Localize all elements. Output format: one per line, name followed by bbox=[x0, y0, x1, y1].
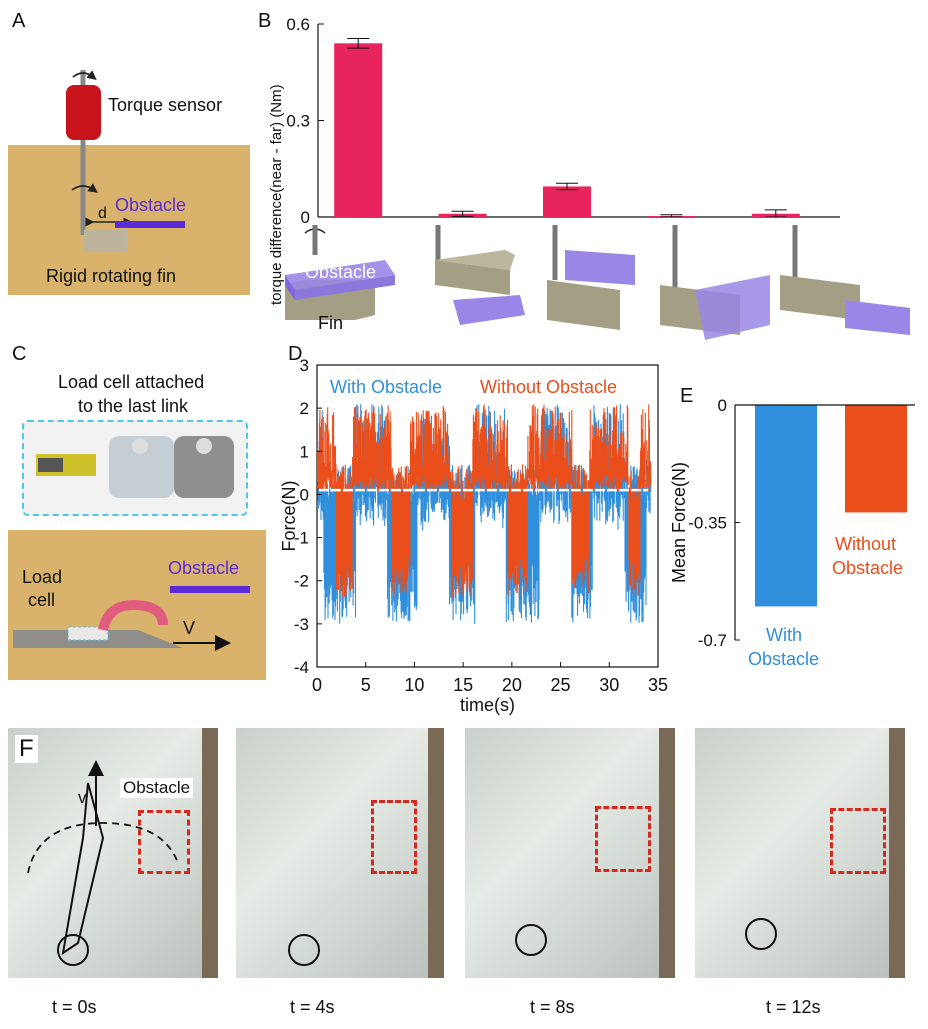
torque-apparatus-diagram bbox=[66, 70, 185, 252]
plot-frame bbox=[316, 364, 659, 668]
y-tick-label: 1 bbox=[300, 442, 309, 461]
x-axis-label: time(s) bbox=[460, 695, 515, 715]
e-with-line2: Obstacle bbox=[748, 649, 820, 669]
obstacle-label-a: Obstacle bbox=[115, 195, 187, 215]
series-without-obstacle bbox=[316, 404, 652, 598]
distance-label: d bbox=[98, 205, 107, 222]
obstacle-bar-c bbox=[170, 586, 250, 593]
y-tick-label: 0.3 bbox=[286, 112, 310, 131]
y-tick-label: -1 bbox=[294, 529, 309, 548]
torque-bar-chart: 0 0.3 0.6 bbox=[286, 15, 840, 227]
y-axis-label: Mean Force(N) bbox=[669, 462, 689, 583]
y-tick-label: 2 bbox=[300, 399, 309, 418]
snapshot-t12 bbox=[695, 728, 905, 978]
load-cell-caption-line1: Load cell attached bbox=[58, 372, 205, 392]
load-cell-photo bbox=[36, 436, 234, 498]
config-1 bbox=[285, 225, 395, 320]
e-without-line2: Obstacle bbox=[832, 558, 904, 578]
x-tick-label: 5 bbox=[361, 675, 371, 695]
cell-label: cell bbox=[28, 590, 56, 610]
snapshot-t8 bbox=[465, 728, 675, 978]
bar bbox=[334, 43, 383, 217]
panel-label-d: D bbox=[288, 343, 303, 365]
x-tick-label: 10 bbox=[404, 675, 424, 695]
x-tick-label: 0 bbox=[312, 675, 322, 695]
mean-force-chart: 0 -0.35 -0.7 Mean Force(N) bbox=[669, 396, 915, 650]
y-tick-label: 0 bbox=[718, 396, 727, 415]
config-2 bbox=[435, 225, 525, 325]
e-without-line1: Without bbox=[835, 534, 897, 554]
obstacle-box bbox=[371, 800, 417, 874]
snake-robot-diagram bbox=[13, 586, 250, 651]
snapshot-t4 bbox=[236, 728, 444, 978]
snapshot-t0 bbox=[8, 728, 218, 978]
x-tick-label: 35 bbox=[648, 675, 668, 695]
panel-label-c: C bbox=[12, 343, 27, 365]
panel-label-b: B bbox=[258, 10, 272, 32]
y-tick-label: -0.7 bbox=[698, 631, 727, 650]
load-cell-photo-box bbox=[22, 420, 248, 516]
time-label-1: t = 4s bbox=[290, 997, 335, 1017]
config-4 bbox=[660, 225, 770, 340]
load-cell-caption-line2: to the last link bbox=[78, 396, 189, 416]
config-3 bbox=[547, 225, 635, 330]
velocity-label-f: v bbox=[78, 788, 87, 807]
obstacle-box bbox=[138, 810, 190, 874]
load-label: Load bbox=[22, 567, 63, 587]
obstacle-box bbox=[595, 806, 651, 872]
fin-label-b: Fin bbox=[318, 313, 344, 333]
legend-with-obstacle: With Obstacle bbox=[330, 377, 442, 397]
y-tick-label: -2 bbox=[294, 572, 309, 591]
e-with-line1: With bbox=[766, 625, 802, 645]
y-tick-label: 0 bbox=[301, 208, 310, 227]
bar-without-obstacle bbox=[845, 405, 907, 513]
velocity-label-c: V bbox=[183, 618, 196, 638]
y-tick-label: 0 bbox=[300, 485, 309, 504]
y-axis-label: Force(N) bbox=[279, 481, 299, 552]
y-tick-label: -0.35 bbox=[688, 514, 727, 533]
fin-label: Rigid rotating fin bbox=[46, 266, 177, 286]
obstacle-label-c: Obstacle bbox=[168, 558, 240, 578]
y-tick-label: 0.6 bbox=[286, 15, 310, 34]
y-tick-label: 3 bbox=[300, 356, 309, 375]
time-label-0: t = 0s bbox=[52, 997, 97, 1017]
obstacle-box bbox=[830, 808, 886, 874]
fin-configurations-diagram bbox=[285, 225, 910, 340]
legend-without-obstacle: Without Obstacle bbox=[480, 377, 617, 397]
obstacle-label-f: Obstacle bbox=[120, 778, 194, 798]
bar-with-obstacle bbox=[755, 405, 817, 607]
config-5 bbox=[780, 225, 910, 335]
robot-outline bbox=[27, 760, 179, 966]
x-tick-label: 15 bbox=[453, 675, 473, 695]
y-tick-label: -3 bbox=[294, 615, 309, 634]
fin bbox=[84, 230, 127, 252]
time-label-2: t = 8s bbox=[530, 997, 575, 1017]
obstacle-label-b: Obstacle bbox=[305, 262, 377, 282]
y-tick-label: -4 bbox=[294, 658, 309, 677]
torque-sensor bbox=[66, 85, 101, 140]
bar bbox=[543, 186, 591, 217]
x-tick-label: 20 bbox=[502, 675, 522, 695]
x-tick-label: 25 bbox=[551, 675, 571, 695]
torque-sensor-label: Torque sensor bbox=[108, 95, 223, 115]
x-tick-label: 30 bbox=[599, 675, 619, 695]
time-label-3: t = 12s bbox=[766, 997, 821, 1017]
panel-label-e: E bbox=[680, 385, 694, 407]
obstacle-bar bbox=[115, 221, 185, 228]
panel-label-f: F bbox=[15, 735, 38, 763]
panel-label-a: A bbox=[12, 10, 26, 32]
